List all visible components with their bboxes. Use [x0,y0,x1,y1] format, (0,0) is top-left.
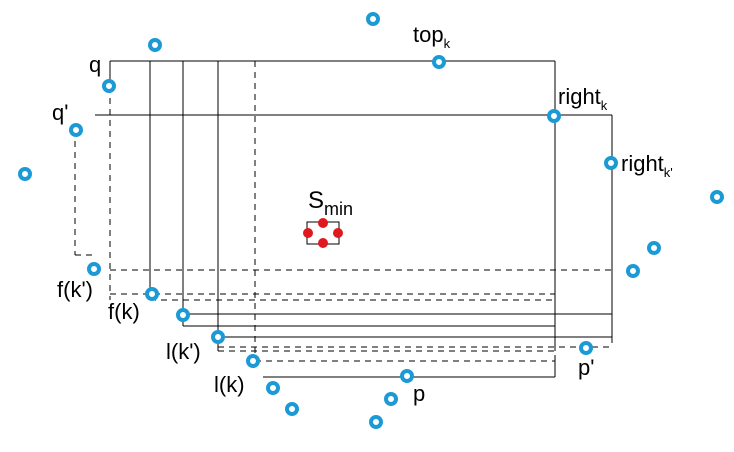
point [647,241,661,255]
label-top-k: topk [413,22,451,51]
point-l-k-prime [176,308,190,322]
point-p-prime [579,341,593,355]
point [266,381,280,395]
dashed-lines [74,61,613,378]
blue-points [18,12,724,429]
label-l-k-prime: l(k') [166,339,201,364]
labels: topk q rightk q' rightk' Smin f(k') f(k)… [52,22,673,406]
point [148,38,162,52]
point [246,354,260,368]
point [369,415,383,429]
s-min-point-right [333,228,343,238]
point-q-prime [69,123,83,137]
label-q: q [89,52,101,77]
s-min-point-top [318,218,328,228]
point-right-k [547,109,561,123]
s-min-points [303,218,343,248]
point [710,190,724,204]
point [626,264,640,278]
solid-lines [95,60,613,378]
point-f-k [145,287,159,301]
label-p: p [413,381,425,406]
label-q-prime: q' [52,100,68,125]
point [285,402,299,416]
label-right-k: rightk [558,84,608,113]
point [18,167,32,181]
label-right-k-prime: rightk' [621,151,673,180]
label-l-k: l(k) [214,372,245,397]
point-f-k-prime [87,262,101,276]
point-top-k [432,55,446,69]
point-l-k [211,330,225,344]
label-f-k-prime: f(k') [57,277,93,302]
s-min-point-bottom [318,238,328,248]
label-f-k: f(k) [108,299,140,324]
point-p [400,369,414,383]
point-right-k-prime [604,156,618,170]
label-p-prime: p' [578,355,594,380]
point-q [102,79,116,93]
s-min-point-left [303,228,313,238]
point [384,392,398,406]
label-s-min: Smin [308,187,353,219]
point [366,12,380,26]
